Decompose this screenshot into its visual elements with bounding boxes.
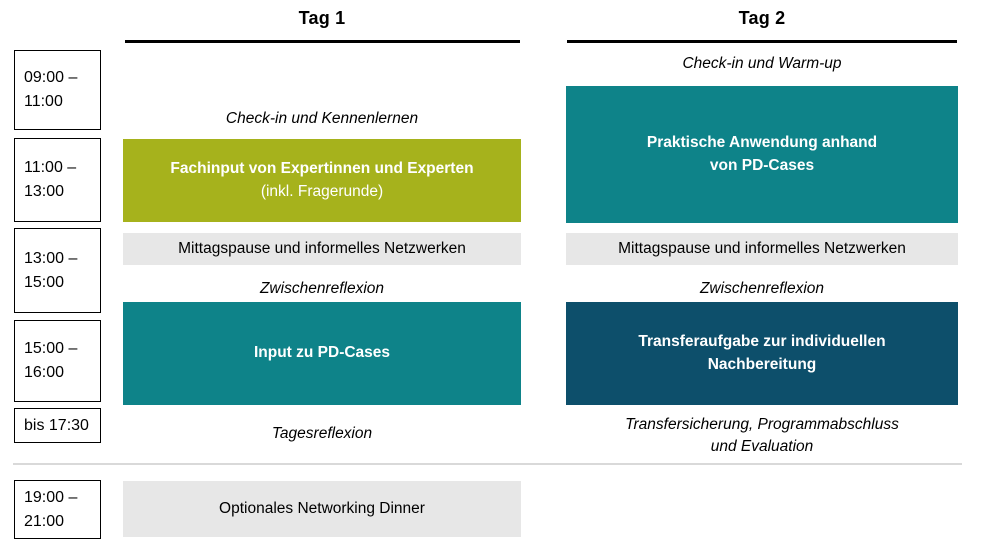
time-slot-1500-1600: 15:00 – 16:00 (14, 320, 101, 402)
day1-dinner-block: Optionales Networking Dinner (123, 481, 521, 537)
day1-reflection-item: Zwischenreflexion (259, 280, 385, 297)
day2-header: Tag 2 (738, 8, 786, 28)
day1-pd-cases-block: Input zu PD-Cases (123, 302, 521, 405)
day1-checkin-item: Check-in und Kennenlernen (225, 110, 419, 127)
day2-checkin-item: Check-in und Warm-up (682, 55, 842, 72)
day1-header: Tag 1 (298, 8, 346, 28)
day1-day-reflection-item: Tagesreflexion (271, 425, 373, 442)
day1-fachinput-block: Fachinput von Expertinnen und Experten (… (123, 139, 521, 222)
evening-divider (13, 463, 962, 465)
time-slot-1300-1500: 13:00 – 15:00 (14, 228, 101, 313)
day1-header-rule (125, 40, 520, 43)
day2-lunch-block: Mittagspause und informelles Netzwerken (566, 233, 958, 265)
time-slot-0900-1100: 09:00 – 11:00 (14, 50, 101, 130)
day2-header-rule (567, 40, 957, 43)
time-slot-1900-2100: 19:00 – 21:00 (14, 480, 101, 539)
day1-fachinput-subtitle: (inkl. Fragerunde) (260, 182, 384, 200)
day1-fachinput-title: Fachinput von Expertinnen und Experten (170, 160, 474, 178)
day2-reflection-item: Zwischenreflexion (699, 280, 825, 297)
day2-closing-item: Transfersicherung, Programmabschluss und… (625, 416, 899, 456)
day1-lunch-block: Mittagspause und informelles Netzwerken (123, 233, 521, 265)
time-slot-bis-1730: bis 17:30 (14, 408, 101, 443)
time-slot-1100-1300: 11:00 – 13:00 (14, 138, 101, 222)
day2-transfer-task-block: Transferaufgabe zur individuellen Nachbe… (566, 302, 958, 405)
day2-practical-application-block: Praktische Anwendung anhand von PD-Cases (566, 86, 958, 223)
